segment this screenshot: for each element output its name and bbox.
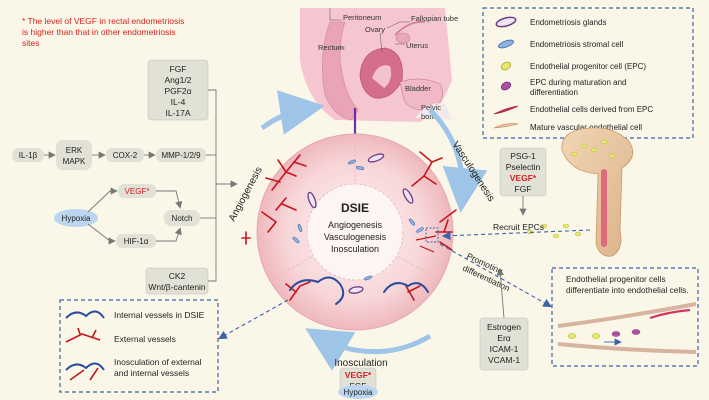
svg-text:FGF: FGF — [170, 64, 187, 74]
vessel-legend-arrow — [218, 299, 289, 340]
svg-text:Endothelial cells derived from: Endothelial cells derived from EPC — [530, 105, 653, 114]
recruit-epcs-label: Recruit EPCs — [493, 222, 544, 232]
svg-text:VEGF*: VEGF* — [345, 370, 372, 380]
vessel-legend-box: Internal vessels in DSIE External vessel… — [59, 299, 219, 393]
svg-text:Inosculation of external: Inosculation of external — [114, 357, 202, 367]
promoting-differentiation-label: Promoting differentiation — [461, 251, 512, 294]
svg-text:PSG-1: PSG-1 — [510, 151, 536, 161]
cycle-arcs — [260, 90, 488, 371]
svg-text:ERK: ERK — [66, 146, 83, 155]
legend-inosculation-icon — [65, 362, 105, 371]
vasculogenesis-factors-box: PSG-1 Pselectin VEGF* FGF — [499, 147, 547, 216]
legend-gland-icon — [495, 16, 517, 28]
svg-text:Angiogenesis: Angiogenesis — [328, 220, 383, 230]
recruit-arrow — [441, 229, 591, 241]
svg-text:is higher than that in other e: is higher than that in other endometrios… — [22, 27, 176, 37]
svg-text:bone: bone — [421, 112, 438, 121]
pelvic-anatomy-illustration: Peritoneum Fallopian tube Ovary Rectum U… — [300, 8, 458, 122]
svg-text:IL-1β: IL-1β — [19, 151, 38, 160]
svg-text:CK2: CK2 — [169, 271, 186, 281]
epc-differentiation-box: Endothelial progenitor cells differentia… — [551, 267, 699, 367]
svg-text:Rectum: Rectum — [318, 43, 344, 52]
legend-epc-icon — [500, 61, 512, 71]
svg-text:Internal vessels in DSIE: Internal vessels in DSIE — [114, 310, 205, 320]
svg-text:Endometriosis glands: Endometriosis glands — [530, 18, 606, 27]
svg-text:Ang1/2: Ang1/2 — [165, 75, 192, 85]
svg-text:Notch: Notch — [172, 214, 193, 223]
svg-text:External vessels: External vessels — [114, 334, 176, 344]
vasculogenesis-arc-label: Vasculogenesis — [449, 140, 496, 204]
svg-text:VEGF*: VEGF* — [510, 173, 537, 183]
legend-mature-endothelial-icon — [493, 123, 519, 129]
svg-text:sites: sites — [22, 38, 39, 48]
zoom-marker — [425, 227, 439, 243]
svg-text:Hypoxia: Hypoxia — [62, 214, 91, 223]
svg-text:Endometriosis stromal cell: Endometriosis stromal cell — [530, 40, 624, 49]
svg-text:Erα: Erα — [497, 333, 511, 343]
svg-text:ICAM-1: ICAM-1 — [490, 344, 519, 354]
legend-external-vessel-icon — [65, 327, 101, 343]
legend-internal-vessel-icon — [65, 310, 105, 319]
vegf-note: * The level of VEGF in rectal endometrio… — [22, 16, 184, 48]
inosculation-hypoxia — [338, 385, 378, 399]
svg-text:IL-4: IL-4 — [171, 97, 186, 107]
estrogen-factors-box: Estrogen Erα ICAM-1 VCAM-1 — [479, 268, 529, 371]
svg-text:differentiate into endothelial: differentiate into endothelial cells. — [566, 285, 689, 295]
dsie-title: DSIE — [341, 201, 369, 215]
svg-text:Ovary: Ovary — [365, 25, 385, 34]
svg-text:FGF: FGF — [515, 184, 532, 194]
svg-text:MMP-1/2/9: MMP-1/2/9 — [161, 151, 201, 160]
legend-stromal-icon — [498, 39, 514, 49]
svg-text:PGF2α: PGF2α — [164, 86, 191, 96]
svg-text:Inosculation: Inosculation — [331, 244, 379, 254]
legend-epc-derived-icon — [493, 105, 519, 115]
svg-text:Endothelial progenitor cells: Endothelial progenitor cells — [566, 274, 666, 284]
svg-text:differentiation: differentiation — [530, 88, 578, 97]
svg-text:Endothelial progenitor cell (E: Endothelial progenitor cell (EPC) — [530, 62, 646, 71]
svg-text:Pselectin: Pselectin — [506, 162, 541, 172]
svg-text:Fallopian tube: Fallopian tube — [411, 14, 458, 23]
svg-text:Estrogen: Estrogen — [487, 322, 521, 332]
svg-text:IL-17A: IL-17A — [165, 108, 190, 118]
legend-epc-maturation-icon — [500, 81, 512, 91]
svg-text:COX-2: COX-2 — [113, 151, 138, 160]
svg-text:Vasculogenesis: Vasculogenesis — [324, 232, 387, 242]
cell-legend-box: Endometriosis glands Endometriosis strom… — [482, 7, 694, 139]
bone-marrow-illustration — [561, 127, 634, 257]
angiogenesis-factors-box: FGF Ang1/2 PGF2α IL-4 IL-17A — [147, 59, 209, 121]
differentiation-arrow — [439, 243, 552, 308]
angiogenesis-connectors — [200, 89, 238, 282]
svg-text:Wnt/β-cantenin: Wnt/β-cantenin — [148, 282, 206, 292]
svg-text:VCAM-1: VCAM-1 — [488, 355, 520, 365]
svg-text:Bladder: Bladder — [405, 84, 431, 93]
svg-text:Pelvic: Pelvic — [421, 103, 441, 112]
signaling-pathway: IL-1β ERK MAPK COX-2 MMP-1/2/9 Hypoxia V… — [12, 140, 206, 248]
svg-text:EPC during maturation and: EPC during maturation and — [530, 78, 627, 87]
svg-text:Mature vascular endothelial ce: Mature vascular endothelial cell — [530, 123, 642, 132]
svg-text:Peritoneum: Peritoneum — [343, 13, 381, 22]
svg-text:and internal vessels: and internal vessels — [114, 368, 189, 378]
svg-text:HIF-1α: HIF-1α — [124, 237, 149, 246]
ck2-wnt-box: CK2 Wnt/β-cantenin — [145, 267, 209, 295]
svg-text:VEGF*: VEGF* — [125, 187, 150, 196]
svg-text:Hypoxia: Hypoxia — [344, 388, 373, 397]
inosculation-arc-label: Inosculation — [334, 358, 387, 369]
svg-text:Uterus: Uterus — [406, 41, 428, 50]
recruited-epcs — [526, 223, 582, 239]
svg-text:* The level of VEGF in rectal: * The level of VEGF in rectal endometrio… — [22, 16, 184, 26]
svg-text:MAPK: MAPK — [63, 157, 86, 166]
dsie-circle: DSIE Angiogenesis Vasculogenesis Inoscul… — [241, 133, 457, 331]
